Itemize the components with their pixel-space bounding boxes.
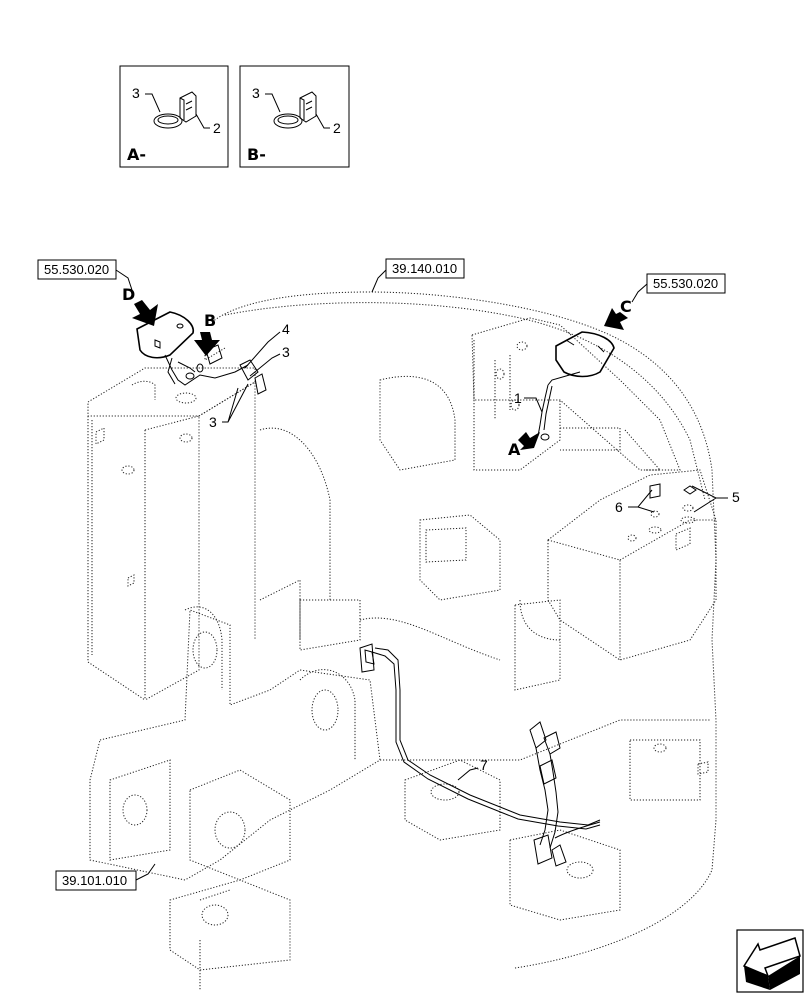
- clip-part-icon: [153, 91, 197, 129]
- view-arrow-a-label: A: [508, 440, 521, 459]
- view-arrow-c: C: [604, 297, 632, 330]
- callouts: 1 4 3 3 5 6 7: [209, 321, 740, 781]
- detail-b-callout-2: 2: [333, 120, 341, 136]
- view-arrow-d-label: D: [122, 285, 135, 304]
- detail-view-b-frame: [239, 65, 350, 168]
- ref-box-top-right[interactable]: 55.530.020: [631, 273, 726, 303]
- view-arrow-b-label: B: [204, 311, 216, 330]
- callout-5: 5: [732, 489, 740, 505]
- svg-text:55.530.020: 55.530.020: [653, 276, 718, 291]
- machine-frame-drawing: [87, 291, 717, 990]
- callout-6: 6: [615, 499, 623, 515]
- detail-a-letter: A-: [127, 145, 146, 164]
- work-lamp-left: [136, 311, 194, 359]
- detail-b-callout-3: 3: [252, 85, 260, 101]
- detail-view-a-frame: [119, 65, 229, 168]
- detail-a-callout-2: 2: [213, 120, 221, 136]
- bracket-5: [683, 485, 697, 495]
- view-arrow-a: A: [508, 432, 540, 459]
- ref-box-bottom-left[interactable]: 39.101.010: [55, 863, 156, 891]
- callout-3-right: 3: [282, 344, 290, 360]
- work-lamp-right: [555, 331, 615, 378]
- detail-view-b: 3 2 B-: [239, 65, 350, 168]
- view-arrow-b: B: [194, 311, 220, 356]
- wire-harness: [136, 311, 697, 867]
- reference-boxes: 55.530.020 39.140.010 55.530.020 39.101.…: [37, 258, 726, 891]
- detail-a-callout-3: 3: [132, 85, 140, 101]
- detail-b-letter: B-: [247, 145, 266, 164]
- callout-3-left: 3: [209, 414, 217, 430]
- navigation-arrow-icon[interactable]: [736, 929, 804, 993]
- bracket-6: [649, 483, 661, 499]
- ref-box-top-left[interactable]: 55.530.020: [37, 259, 133, 291]
- ref-box-top-center[interactable]: 39.140.010: [371, 258, 465, 293]
- detail-view-a: 3 2 A-: [119, 65, 229, 168]
- svg-text:55.530.020: 55.530.020: [44, 262, 109, 277]
- callout-4: 4: [282, 321, 290, 337]
- svg-text:39.101.010: 39.101.010: [62, 873, 127, 888]
- callout-1: 1: [514, 390, 522, 406]
- svg-text:39.140.010: 39.140.010: [392, 261, 457, 276]
- view-arrow-c-label: C: [620, 297, 632, 316]
- view-arrow-d: D: [122, 285, 158, 326]
- clip-part-icon: [273, 91, 317, 129]
- callout-7: 7: [480, 757, 488, 773]
